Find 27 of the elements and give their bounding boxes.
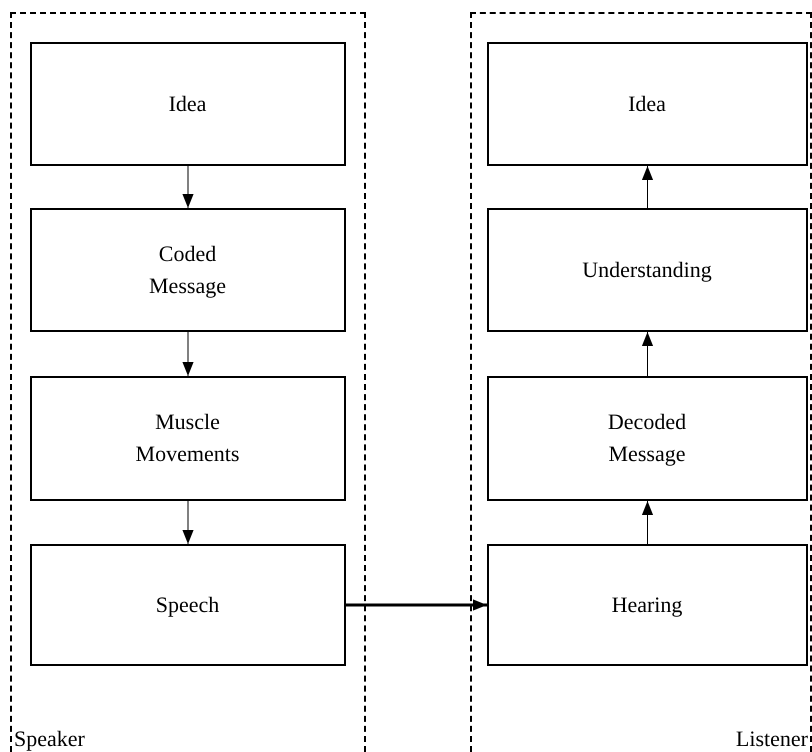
box-label: Idea [628,90,666,118]
group-frame [10,12,366,752]
arrow [182,166,194,208]
group-label: Listener [736,726,808,752]
process-box [486,208,808,332]
box-label: Coded Message [148,240,227,300]
process-box [486,544,808,666]
box-label: Muscle Movements [134,408,240,468]
arrow [642,166,654,208]
box-label: Speech [156,590,220,619]
box-label: Hearing [612,590,682,619]
arrow [182,500,194,544]
box-label: Understanding [582,256,712,284]
process-box [30,376,346,500]
box-label: Decoded Message [606,408,688,468]
group-frame [470,12,812,752]
process-box [30,208,346,332]
process-box [486,42,808,166]
process-box [30,42,346,166]
box-label: Idea [168,90,206,118]
arrow [642,332,654,376]
process-box [30,544,346,666]
arrow [182,332,194,376]
group-label: Speaker [14,726,85,752]
arrow [346,599,487,611]
arrow [642,500,654,544]
process-box [486,376,808,500]
